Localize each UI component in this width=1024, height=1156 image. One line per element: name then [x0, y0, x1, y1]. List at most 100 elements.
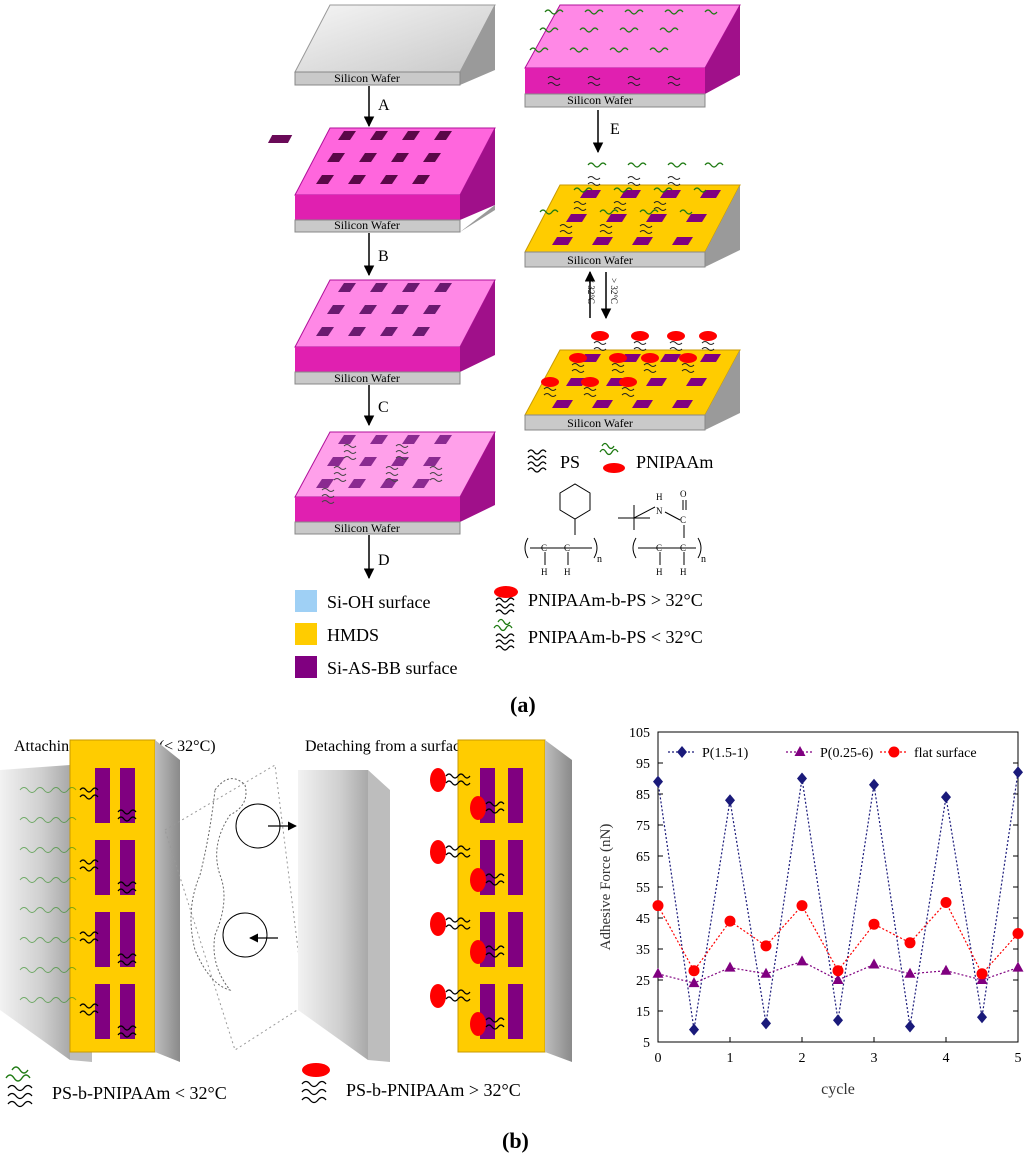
attach-scene — [0, 739, 180, 1062]
data-point — [940, 964, 952, 975]
data-point — [1012, 961, 1024, 972]
caption-a: (a) — [510, 692, 536, 717]
caption-b: (b) — [502, 1128, 529, 1153]
temp-up-label: > 32°C — [609, 278, 619, 304]
wafer-label: Silicon Wafer — [334, 371, 400, 385]
data-point — [760, 967, 772, 978]
wafer-step-6: Silicon Wafer — [524, 162, 741, 268]
ps-chain-icon — [527, 449, 547, 473]
legend-chain-hot: PNIPAAm-b-PS > 32°C — [528, 590, 703, 610]
y-tick-label: 5 — [643, 1036, 650, 1051]
x-tick-label: 0 — [655, 1051, 662, 1066]
ps-n: n — [597, 554, 602, 565]
pnipaam-c3: C — [680, 543, 686, 553]
pnipaam-chain-icon — [599, 442, 625, 473]
data-point — [888, 746, 900, 758]
data-point — [689, 1023, 699, 1036]
x-tick-label: 1 — [727, 1051, 734, 1066]
data-point — [794, 746, 806, 756]
plot-frame — [657, 731, 1019, 1043]
ps-c2: C — [564, 543, 570, 553]
data-point — [724, 961, 736, 972]
wafer-step-4: Silicon Wafer — [294, 431, 496, 535]
x-tick-label: 4 — [943, 1051, 950, 1066]
legend-b-hot: PS-b-PNIPAAm > 32°C — [346, 1080, 521, 1100]
pnipaam-h1: H — [656, 567, 663, 577]
data-point — [832, 965, 844, 977]
legend-swatch-hmds — [295, 623, 317, 645]
data-point — [761, 1017, 771, 1030]
y-tick-label: 25 — [636, 974, 650, 989]
y-axis-label: Adhesive Force (nN) — [598, 824, 614, 951]
y-tick-label: 35 — [636, 943, 650, 958]
data-point — [652, 967, 664, 978]
chain-red-icon — [494, 586, 518, 615]
data-point — [1012, 928, 1024, 939]
legend-pnipaam-label: PNIPAAm — [636, 452, 713, 472]
legend-label-siasbb: Si-AS-BB surface — [327, 658, 457, 678]
detach-scene — [298, 739, 572, 1062]
pnipaam-H: H — [656, 492, 663, 502]
legend-label: flat surface — [914, 746, 977, 761]
pnipaam-structure — [618, 500, 702, 565]
data-point — [796, 955, 808, 966]
legend-swatch-sioh — [295, 590, 317, 612]
data-point — [833, 1014, 843, 1027]
ps-structure — [524, 483, 598, 565]
step-label-a: A — [378, 97, 390, 114]
data-point — [1013, 766, 1023, 779]
pnipaam-N: N — [656, 506, 663, 516]
legend-label: P(0.25-6) — [820, 746, 874, 761]
ps-c1: C — [541, 543, 547, 553]
x-tick-label: 5 — [1015, 1051, 1022, 1066]
legend-label: P(1.5-1) — [702, 746, 749, 761]
x-axis-label: cycle — [821, 1081, 855, 1098]
data-point — [976, 968, 988, 980]
y-tick-label: 85 — [636, 788, 650, 803]
legend-b-cold: PS-b-PNIPAAm < 32°C — [52, 1083, 227, 1103]
step-label-d: D — [378, 552, 390, 569]
ps-h2: H — [564, 567, 571, 577]
step-label-e: E — [610, 121, 620, 138]
pnipaam-h2: H — [680, 567, 687, 577]
wafer-step-2: Silicon Wafer — [267, 127, 496, 233]
wafer-label: Silicon Wafer — [567, 253, 633, 267]
data-point — [905, 1020, 915, 1033]
x-tick-label: 3 — [871, 1051, 878, 1066]
legend-ps-label: PS — [560, 452, 580, 472]
data-point — [904, 967, 916, 978]
data-point — [869, 778, 879, 791]
y-tick-label: 95 — [636, 757, 650, 772]
pnipaam-n: n — [701, 554, 706, 565]
pnipaam-c1: C — [680, 515, 686, 525]
y-tick-label: 55 — [636, 881, 650, 896]
legend-label-hmds: HMDS — [327, 625, 379, 645]
wafer-label: Silicon Wafer — [334, 521, 400, 535]
ps-h1: H — [541, 567, 548, 577]
temp-down-label: < 32°C — [586, 278, 596, 304]
chain-green-icon — [5, 1066, 33, 1108]
chain-red-icon — [301, 1063, 330, 1104]
data-point — [725, 794, 735, 807]
legend-swatch-siasbb — [295, 656, 317, 678]
y-tick-label: 105 — [629, 726, 650, 741]
wafer-step-3: Silicon Wafer — [294, 279, 496, 385]
data-point — [977, 1011, 987, 1024]
data-point — [724, 915, 736, 927]
data-point — [653, 775, 663, 788]
series-line — [657, 772, 1019, 1030]
x-tick-label: 2 — [799, 1051, 806, 1066]
wafer-step-7: Silicon Wafer — [524, 331, 741, 431]
legend-chain-cold: PNIPAAm-b-PS < 32°C — [528, 627, 703, 647]
wafer-label: Silicon Wafer — [567, 93, 633, 107]
data-point — [832, 974, 844, 984]
data-point — [940, 897, 952, 908]
data-point — [688, 977, 700, 988]
y-tick-label: 45 — [636, 912, 650, 927]
step-label-b: B — [378, 248, 389, 265]
y-tick-label: 65 — [636, 850, 650, 865]
wafer-step-1: Silicon Wafer — [294, 4, 496, 86]
legend-label-sioh: Si-OH surface — [327, 592, 430, 612]
